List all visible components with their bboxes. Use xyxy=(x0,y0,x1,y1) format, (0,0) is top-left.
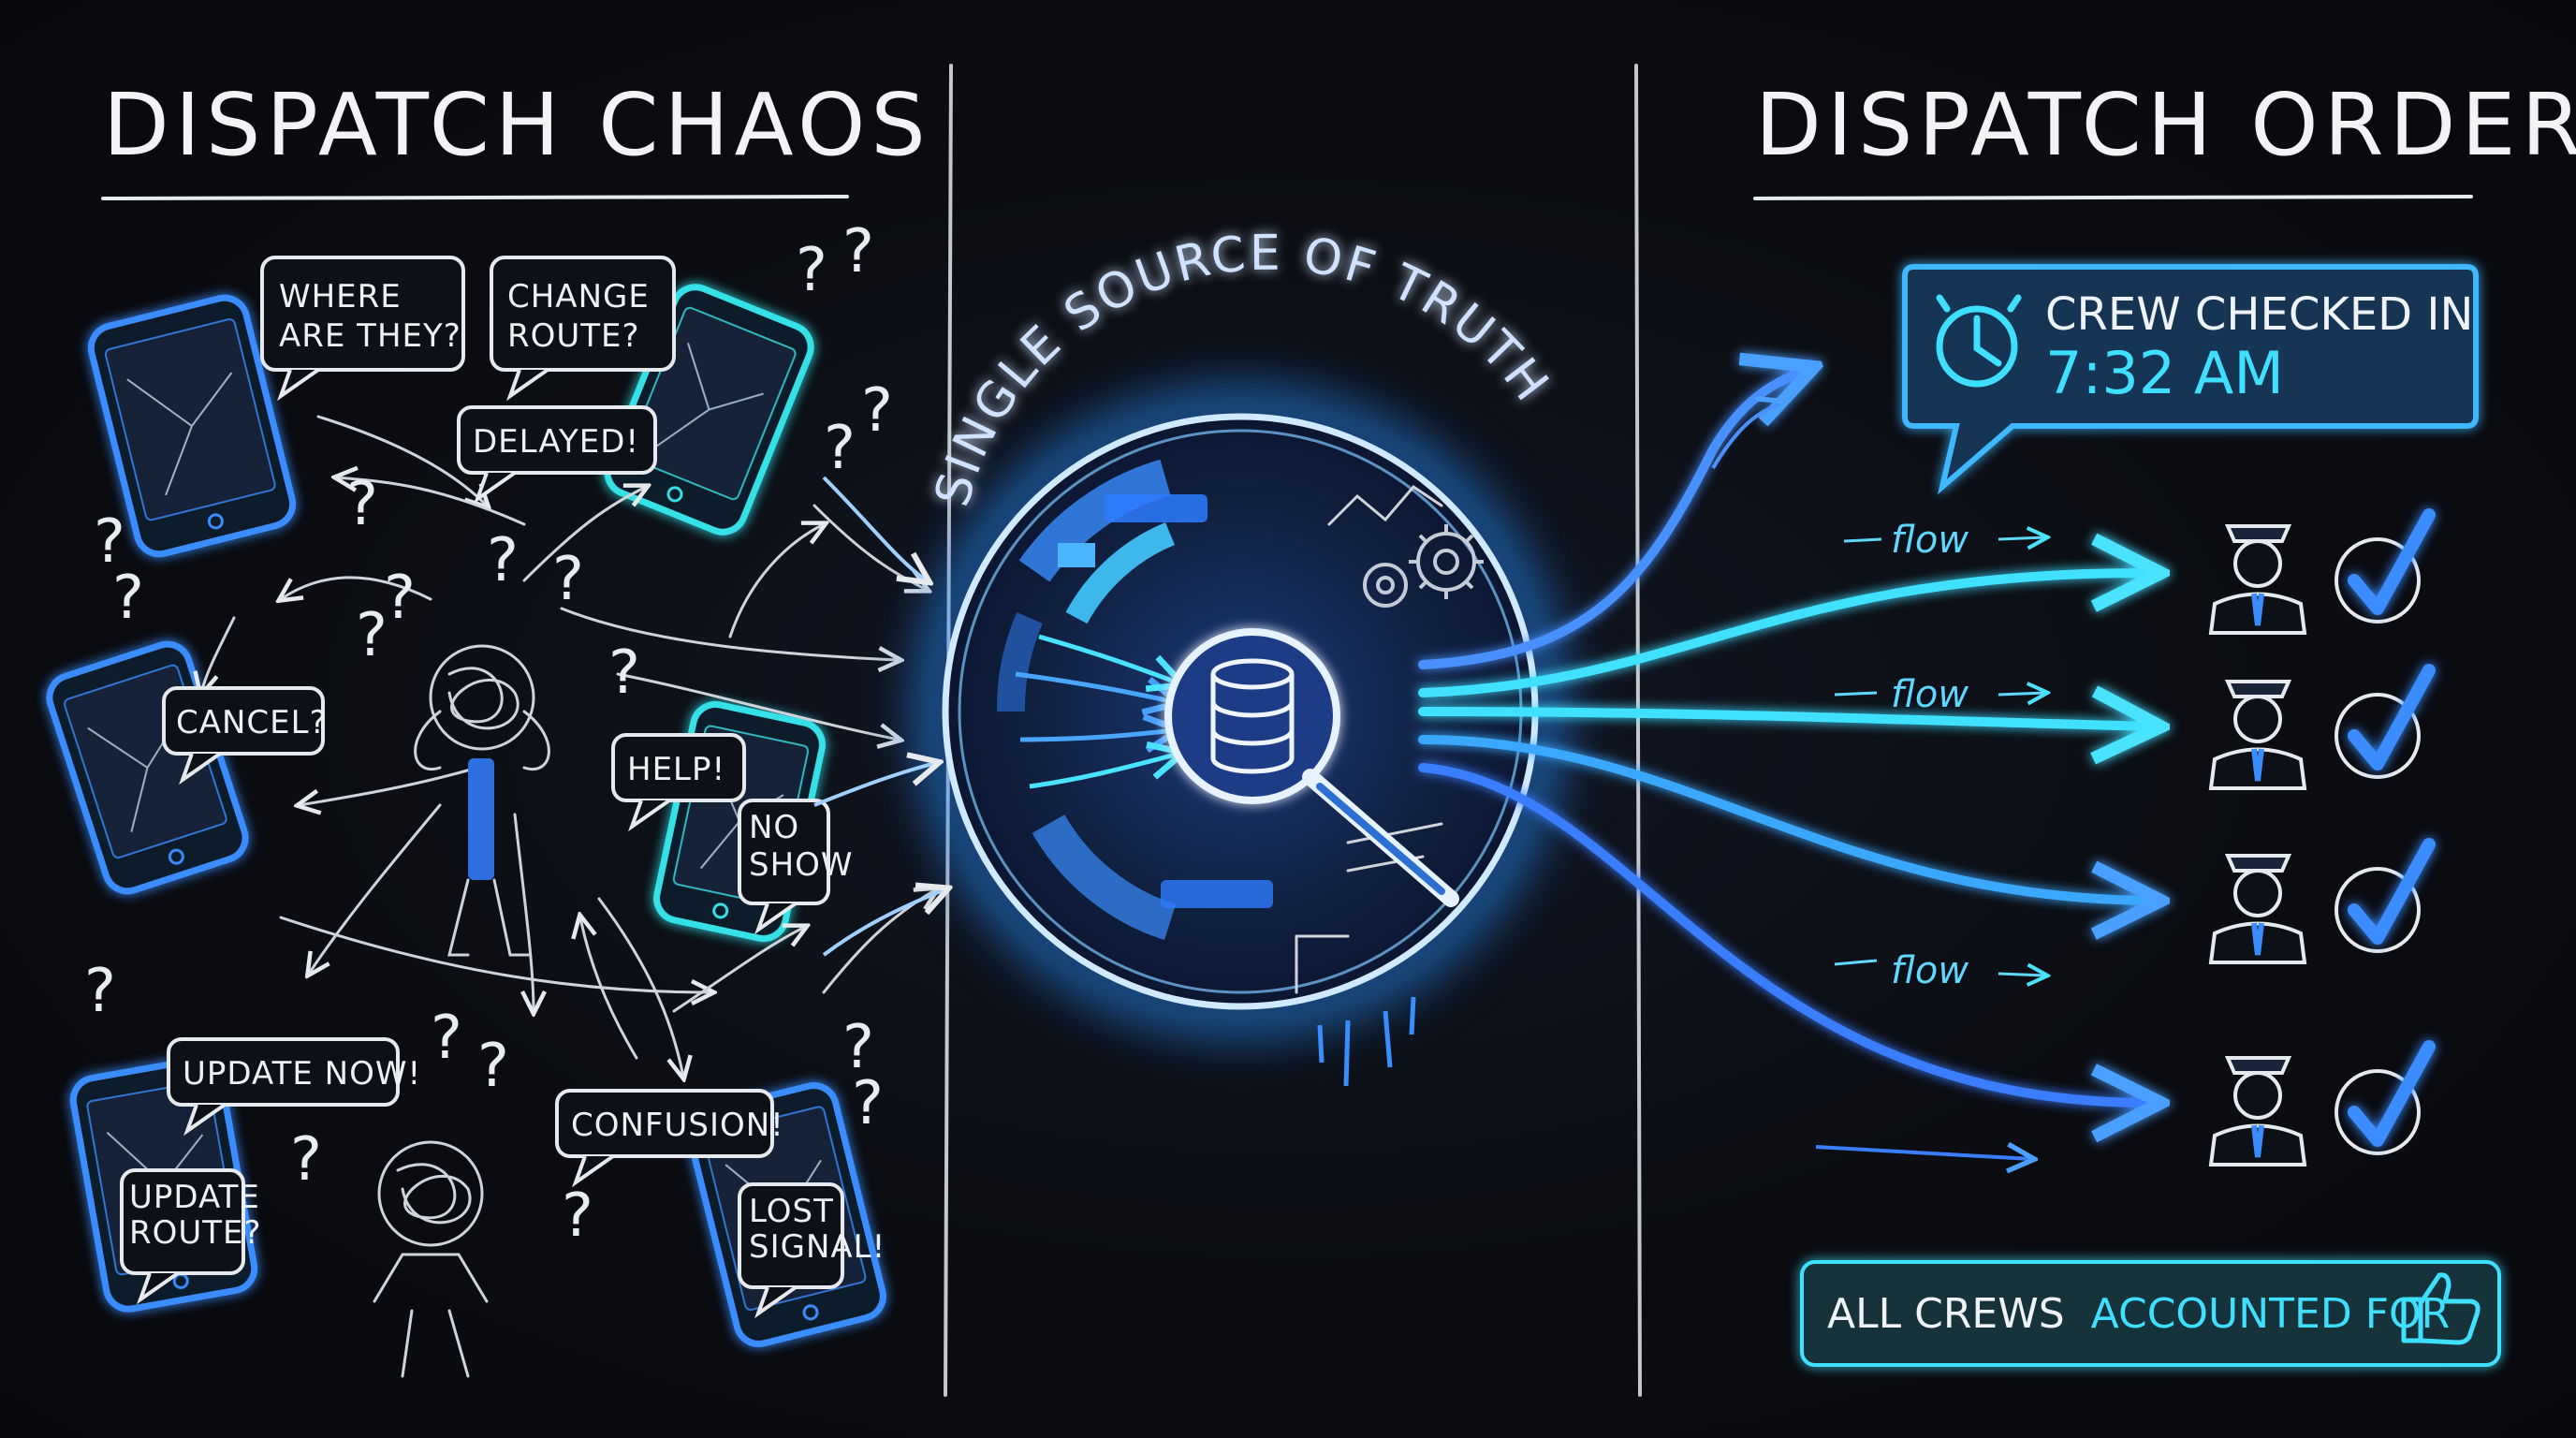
question-mark: ? xyxy=(842,217,874,286)
speech-bubble-text: LOST xyxy=(749,1193,834,1230)
question-mark: ? xyxy=(431,1004,462,1073)
speech-bubble-text: DELAYED! xyxy=(473,423,639,461)
question-mark: ? xyxy=(487,526,519,595)
question-mark: ? xyxy=(290,1125,322,1195)
confused-person xyxy=(416,646,549,955)
question-mark: ? xyxy=(356,601,388,670)
crew-row xyxy=(2211,515,2429,633)
speech-bubble-text: NO xyxy=(749,809,799,846)
speech-bubble-text: CONFUSION! xyxy=(571,1107,784,1144)
crew-icon xyxy=(2211,526,2305,633)
crew-icon xyxy=(2211,1058,2305,1165)
speech-bubble-text: ARE THEY? xyxy=(279,317,461,355)
checkmark-icon xyxy=(2336,844,2429,951)
checkmark-icon xyxy=(2336,670,2429,777)
question-mark: ? xyxy=(796,236,827,305)
speech-bubble-text: UPDATE NOW! xyxy=(183,1055,421,1093)
speech-bubble-text: ROUTE? xyxy=(129,1214,262,1252)
svg-text:ALL CREWS ACCOUNTED FOR: ALL CREWS ACCOUNTED FOR xyxy=(1827,1290,2450,1338)
checkmark-icon xyxy=(2336,1047,2429,1153)
question-mark: ? xyxy=(384,564,416,633)
crew-icon xyxy=(2211,682,2305,788)
flow-label-2: flow xyxy=(1891,673,1969,716)
speech-bubble-text: SHOW xyxy=(749,846,854,884)
speech-bubble-text: SIGNAL! xyxy=(749,1228,886,1266)
flow-label-1: flow xyxy=(1891,519,1969,562)
status-label: CREW CHECKED IN xyxy=(2045,288,2473,341)
speech-bubble-text: ROUTE? xyxy=(507,317,640,355)
crew-row xyxy=(2211,670,2429,788)
phone-icon xyxy=(44,638,252,897)
speech-bubble-text: HELP! xyxy=(627,751,725,788)
speech-bubble-text: CHANGE xyxy=(507,278,650,315)
question-mark: ? xyxy=(608,638,640,708)
right-title-group: DISPATCH ORDER xyxy=(1755,75,2576,198)
status-time: 7:32 AM xyxy=(2045,339,2284,407)
summary-text-1: ALL CREWS xyxy=(1827,1290,2065,1338)
question-mark: ? xyxy=(84,957,116,1026)
crew-icon xyxy=(2211,856,2305,962)
flow-label-3: flow xyxy=(1891,949,1969,992)
crew-rows xyxy=(2211,515,2429,1165)
crew-row xyxy=(2211,1047,2429,1165)
summary-text-2: ACCOUNTED FOR xyxy=(2091,1290,2451,1338)
speech-bubble-text: WHERE xyxy=(279,278,402,315)
question-mark: ? xyxy=(477,1032,509,1101)
speech-bubble-cancel: CANCEL? xyxy=(164,688,328,780)
speech-bubble-text: UPDATE xyxy=(129,1179,260,1216)
question-mark: ? xyxy=(824,414,856,483)
speech-bubble-update_now: UPDATE NOW! xyxy=(168,1039,421,1131)
question-mark: ? xyxy=(552,545,584,614)
question-mark: ? xyxy=(112,564,144,633)
question-mark: ? xyxy=(852,1069,884,1138)
question-mark: ? xyxy=(346,470,378,539)
question-mark: ? xyxy=(562,1181,593,1251)
right-title: DISPATCH ORDER xyxy=(1755,75,2576,175)
summary-box: ALL CREWS ACCOUNTED FOR xyxy=(1802,1262,2499,1365)
crew-row xyxy=(2211,844,2429,962)
left-title-group: DISPATCH CHAOS xyxy=(103,75,931,198)
checkmark-icon xyxy=(2336,515,2429,622)
left-title: DISPATCH CHAOS xyxy=(103,75,931,175)
speech-bubble-text: CANCEL? xyxy=(176,704,328,741)
confused-person-2 xyxy=(374,1142,487,1376)
question-mark: ? xyxy=(861,376,893,446)
